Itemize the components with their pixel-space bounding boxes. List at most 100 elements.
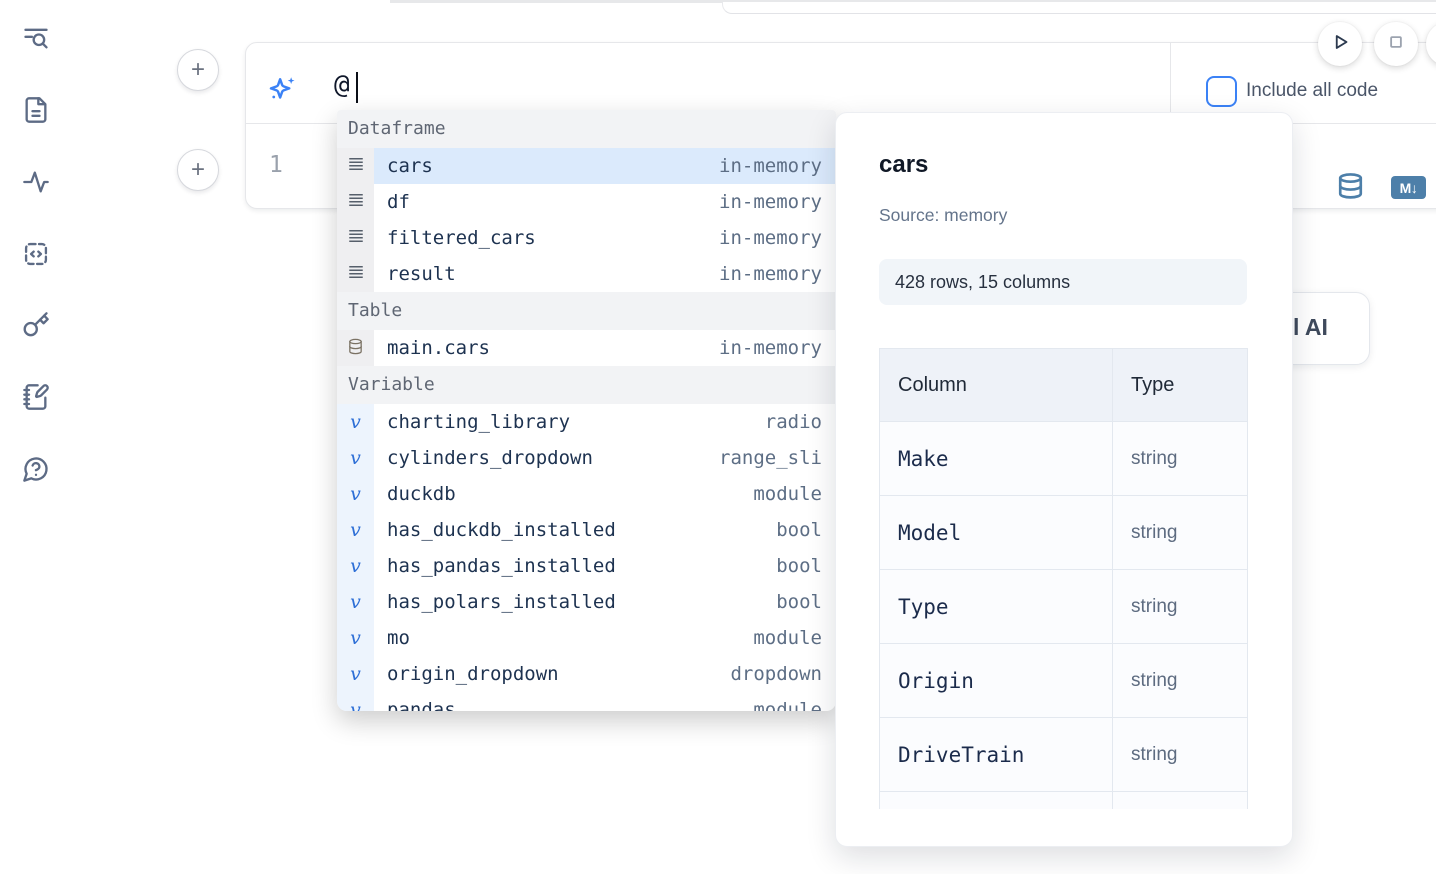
autocomplete-section-table: Table (337, 292, 836, 330)
item-name: filtered_cars (387, 227, 536, 249)
shape-badge: 428 rows, 15 columns (879, 259, 1247, 305)
add-cell-above-button[interactable]: + (177, 49, 219, 91)
schema-table: Column Type Make string Model string Typ… (879, 348, 1248, 809)
autocomplete-section-dataframe: Dataframe (337, 110, 836, 148)
variable-icon: v (350, 483, 361, 505)
autocomplete-item-has-duckdb-installed[interactable]: v has_duckdb_installed bool (337, 512, 836, 548)
activity-icon (22, 171, 50, 200)
item-name: df (387, 191, 410, 213)
sidebar-item-files[interactable] (22, 96, 50, 124)
item-type: bool (776, 555, 822, 577)
variable-icon: v (350, 411, 361, 433)
autocomplete-item-cylinders-dropdown[interactable]: v cylinders_dropdown range_sli (337, 440, 836, 476)
item-type: in-memory (719, 191, 822, 213)
variable-icon: v (350, 591, 361, 613)
schema-row: Model string (879, 496, 1248, 570)
item-type: in-memory (719, 263, 822, 285)
item-type: dropdown (730, 663, 822, 685)
variable-icon: v (350, 699, 361, 711)
stop-cell-button[interactable] (1374, 22, 1418, 66)
autocomplete-dropdown: Dataframe cars in-memory df in-memory fi… (337, 110, 836, 711)
autocomplete-item-df[interactable]: df in-memory (337, 184, 836, 220)
item-name: cars (387, 155, 433, 177)
line-number: 1 (269, 152, 283, 178)
include-all-code-label: Include all code (1246, 80, 1379, 101)
preview-title: cars (879, 151, 929, 178)
item-type: bool (776, 591, 822, 613)
item-name: has_pandas_installed (387, 555, 616, 577)
schema-col-header: Column (880, 349, 1113, 421)
autocomplete-item-cars[interactable]: cars in-memory (337, 148, 836, 184)
autocomplete-item-origin-dropdown[interactable]: v origin_dropdown dropdown (337, 656, 836, 692)
column-type: string (1113, 718, 1247, 791)
item-type: module (753, 627, 822, 649)
autocomplete-item-result[interactable]: result in-memory (337, 256, 836, 292)
schema-row: DriveTrain string (879, 718, 1248, 792)
markdown-icon[interactable]: M↓ (1391, 176, 1426, 199)
item-type: module (753, 483, 822, 505)
autocomplete-item-has-pandas-installed[interactable]: v has_pandas_installed bool (337, 548, 836, 584)
run-cell-button[interactable] (1318, 22, 1362, 66)
divider (1170, 43, 1171, 123)
column-type: string (1113, 422, 1247, 495)
ai-prompt-input[interactable]: @ (334, 70, 350, 100)
dataframe-rows-icon (347, 263, 365, 285)
column-name: Make (880, 422, 1113, 495)
column-name: Type (880, 570, 1113, 643)
sidebar-item-secrets[interactable] (22, 311, 50, 339)
autocomplete-item-pandas-partial[interactable]: v pandas module (337, 692, 836, 711)
more-actions-button[interactable] (1426, 22, 1436, 66)
schema-row: Make string (879, 422, 1248, 496)
include-all-code-checkbox[interactable] (1206, 76, 1237, 107)
sparkles-icon (268, 75, 298, 105)
item-name: has_polars_installed (387, 591, 616, 613)
item-name: duckdb (387, 483, 456, 505)
text-cursor (356, 72, 358, 103)
autocomplete-item-charting-library[interactable]: v charting_library radio (337, 404, 836, 440)
autocomplete-item-mo[interactable]: v mo module (337, 620, 836, 656)
autocomplete-item-main-cars[interactable]: main.cars in-memory (337, 330, 836, 366)
dataframe-preview-panel: cars Source: memory 428 rows, 15 columns… (835, 112, 1293, 847)
autocomplete-item-duckdb[interactable]: v duckdb module (337, 476, 836, 512)
ai-button-label: l AI (1293, 314, 1328, 340)
schema-type-header: Type (1113, 349, 1247, 421)
column-name: Model (880, 496, 1113, 569)
item-type: radio (764, 411, 822, 433)
variable-icon: v (350, 447, 361, 469)
play-icon (1327, 29, 1353, 60)
column-type: string (1113, 570, 1247, 643)
schema-header-row: Column Type (879, 348, 1248, 422)
sidebar-item-table-of-contents[interactable] (22, 24, 50, 52)
item-name: main.cars (387, 337, 490, 359)
item-name: charting_library (387, 411, 571, 433)
dataframe-rows-icon (347, 191, 365, 213)
variable-icon: v (350, 663, 361, 685)
autocomplete-item-filtered-cars[interactable]: filtered_cars in-memory (337, 220, 836, 256)
variable-icon: v (350, 519, 361, 541)
column-type: string (1113, 644, 1247, 717)
sidebar-item-scratchpad[interactable] (22, 383, 50, 411)
item-type: bool (776, 519, 822, 541)
schema-row: Origin string (879, 644, 1248, 718)
sidebar-item-variables[interactable] (22, 168, 50, 196)
column-type (1113, 792, 1247, 809)
autocomplete-item-has-polars-installed[interactable]: v has_polars_installed bool (337, 584, 836, 620)
schema-row: Type string (879, 570, 1248, 644)
add-cell-below-button[interactable]: + (177, 149, 219, 191)
item-name: origin_dropdown (387, 663, 559, 685)
preview-source: Source: memory (879, 205, 1008, 225)
item-type: module (753, 699, 822, 711)
column-type: string (1113, 496, 1247, 569)
top-divider-band (390, 0, 1436, 3)
item-name: mo (387, 627, 410, 649)
autocomplete-section-variable: Variable (337, 366, 836, 404)
sidebar-item-snippets[interactable] (22, 240, 50, 268)
item-type: in-memory (719, 155, 822, 177)
dataframe-rows-icon (347, 155, 365, 177)
column-name: DriveTrain (880, 718, 1113, 791)
sidebar-item-help[interactable] (22, 455, 50, 483)
dataframe-rows-icon (347, 227, 365, 249)
datasource-database-icon[interactable] (1336, 172, 1365, 201)
item-name: result (387, 263, 456, 285)
